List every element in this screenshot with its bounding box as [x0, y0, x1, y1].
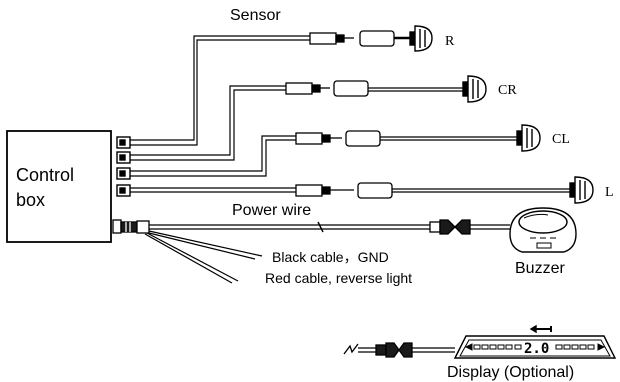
sensor-head-L	[569, 176, 594, 204]
display-unit	[453, 324, 617, 359]
sensor-connector-R	[309, 30, 410, 47]
display-label: Display (Optional)	[447, 364, 574, 381]
power-wire	[149, 221, 430, 233]
display-segments	[464, 343, 606, 351]
red-cable-label: Red cable, reverse light	[265, 270, 412, 286]
sensor-label-CR: CR	[498, 83, 517, 98]
sensor-head-CR	[462, 75, 487, 103]
sensor-head-R	[409, 25, 433, 52]
sensor-label-R: R	[445, 34, 455, 49]
sensor-head-CL	[516, 124, 541, 152]
control-box-label-line1: Control	[16, 165, 74, 185]
buzzer-connector	[429, 219, 510, 235]
buzzer	[509, 207, 577, 253]
sensor-label-CL: CL	[552, 132, 570, 147]
control-box-label-line2: box	[16, 190, 45, 210]
ground-and-reverse-cables	[144, 230, 263, 284]
display-readout: 2.0	[524, 341, 549, 357]
black-cable-label: Black cable，GND	[272, 249, 389, 265]
power-wire-label: Power wire	[232, 202, 311, 219]
sensor-cables	[130, 35, 310, 193]
sensor-connector-CL	[295, 130, 518, 147]
sensor-ports	[116, 136, 131, 197]
power-connector	[112, 219, 150, 234]
buzzer-label: Buzzer	[515, 260, 565, 277]
sensor-connector-L	[295, 182, 570, 199]
sensor-title: Sensor	[230, 7, 281, 24]
sensor-label-L: L	[605, 185, 614, 200]
sensor-connector-CR	[285, 80, 466, 97]
control-box	[6, 130, 112, 243]
display-cable	[343, 342, 455, 358]
